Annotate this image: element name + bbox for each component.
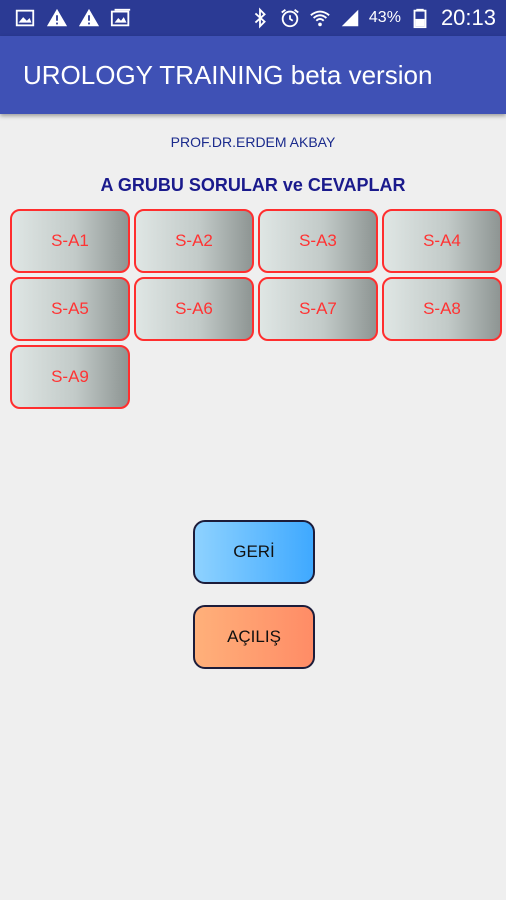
battery-percentage: 43%	[368, 9, 401, 26]
author-label: PROF.DR.ERDEM AKBAY	[170, 134, 336, 150]
section-title: A GRUBU SORULAR ve CEVAPLAR	[100, 175, 406, 195]
bluetooth-icon	[249, 7, 271, 29]
image-icon	[14, 7, 36, 29]
warning-icon	[78, 7, 100, 29]
question-button-s-a6[interactable]: S-A6	[134, 277, 254, 341]
question-button-s-a1[interactable]: S-A1	[10, 209, 130, 273]
question-button-s-a8[interactable]: S-A8	[382, 277, 502, 341]
status-bar: 43% 20:13	[0, 0, 506, 36]
question-button-s-a5[interactable]: S-A5	[10, 277, 130, 341]
question-button-s-a7[interactable]: S-A7	[258, 277, 378, 341]
signal-icon	[339, 7, 361, 29]
opening-button[interactable]: AÇILIŞ	[193, 605, 315, 669]
app-bar: UROLOGY TRAINING beta version	[0, 36, 506, 114]
status-time: 20:13	[440, 5, 496, 30]
warning-icon	[46, 7, 68, 29]
battery-icon	[409, 7, 431, 29]
question-button-s-a4[interactable]: S-A4	[382, 209, 502, 273]
wifi-icon	[309, 7, 331, 29]
app-title: UROLOGY TRAINING beta version	[23, 59, 433, 90]
question-button-s-a9[interactable]: S-A9	[10, 345, 130, 409]
question-button-s-a3[interactable]: S-A3	[258, 209, 378, 273]
alarm-icon	[279, 7, 301, 29]
gallery-icon	[110, 7, 132, 29]
back-button[interactable]: GERİ	[193, 520, 315, 584]
question-button-s-a2[interactable]: S-A2	[134, 209, 254, 273]
